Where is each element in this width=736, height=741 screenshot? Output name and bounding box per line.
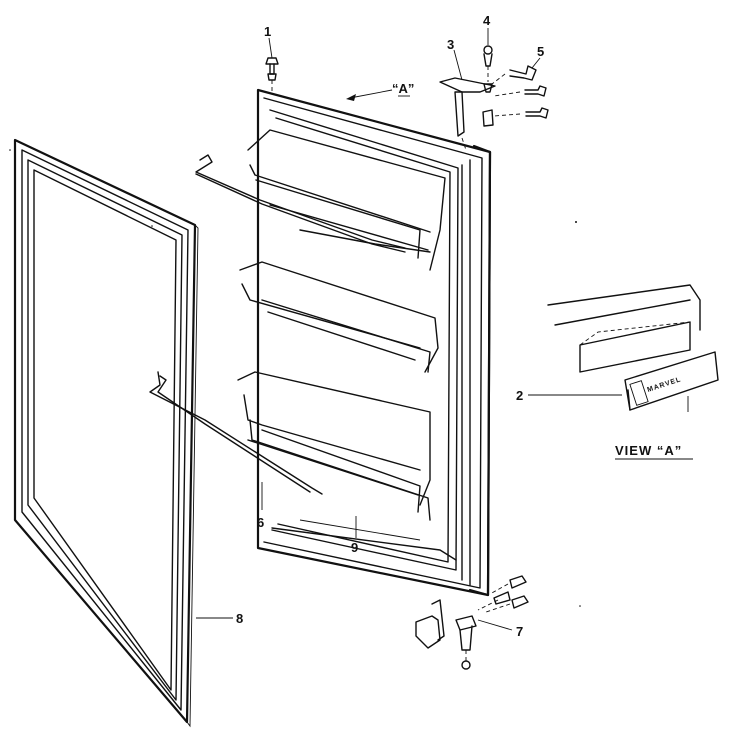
callout-1: 1: [264, 24, 271, 39]
scan-specks: [9, 149, 581, 607]
callout-5: 5: [537, 44, 544, 59]
view-a-arrow-head: [346, 94, 356, 101]
callout-9: 9: [351, 540, 358, 555]
view-a-caption: VIEW “A”: [615, 443, 682, 458]
view-a-reference: “A”: [392, 81, 414, 96]
callout-6: 6: [257, 515, 264, 530]
view-a-caption-group: VIEW “A”: [615, 443, 693, 460]
bottom-hinge-assembly: [415, 575, 529, 670]
leader-lines: [196, 28, 622, 631]
brand-plate-text: MARVEL: [646, 376, 682, 394]
callout-8: 8: [236, 611, 243, 626]
callout-3: 3: [447, 37, 454, 52]
leader-1: [268, 37, 273, 59]
leader-5: [531, 57, 541, 69]
door-panel: [237, 88, 492, 597]
leader-7: [477, 619, 513, 631]
callout-4: 4: [483, 13, 491, 28]
view-a-inset: MARVEL: [547, 284, 719, 412]
leader-3: [453, 49, 463, 81]
plug-part: [265, 57, 279, 92]
callout-2: 2: [516, 388, 523, 403]
callout-7: 7: [516, 624, 523, 639]
door-rack: [149, 154, 406, 495]
door-gasket: [13, 138, 199, 728]
top-hinge-assembly: [439, 45, 549, 151]
callouts: 1 2 3 4 5 6 7 8 9 “A”: [236, 13, 544, 639]
view-a-arrow-line: [349, 89, 393, 99]
